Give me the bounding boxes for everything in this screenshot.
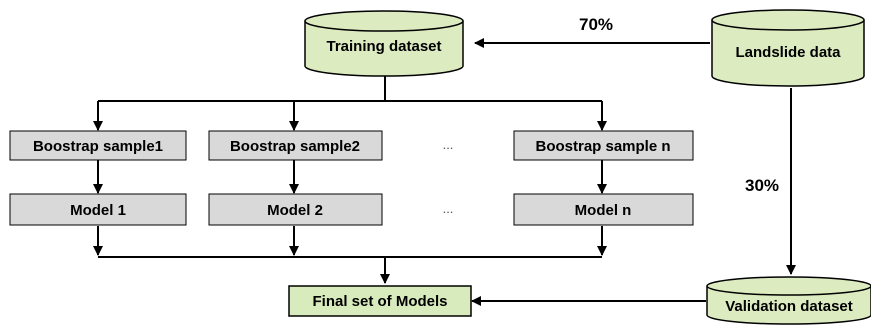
validation-dataset-label: Validation dataset bbox=[725, 298, 853, 315]
training-cylinder-top bbox=[304, 10, 464, 32]
final-models-box bbox=[288, 285, 472, 317]
model-n-label: Model n bbox=[575, 202, 632, 219]
model-1: Model 1 bbox=[9, 193, 187, 226]
bootstrap-sample-n: Boostrap sample n bbox=[513, 130, 694, 161]
bootstrap-sample-2: Boostrap sample2 bbox=[208, 130, 383, 161]
landslide-cylinder-body bbox=[711, 20, 865, 87]
bootstrap-sample-1-box bbox=[9, 130, 187, 161]
landslide-data-node: Landslide data bbox=[711, 9, 865, 87]
connectors bbox=[93, 38, 796, 306]
model-1-box bbox=[9, 193, 187, 226]
final-models-label: Final set of Models bbox=[312, 293, 447, 310]
validation-cylinder-body bbox=[706, 286, 871, 325]
ellipsis-models: ... bbox=[443, 201, 454, 216]
bootstrap-sample-n-label: Boostrap sample n bbox=[535, 138, 670, 155]
split-30-label: 30% bbox=[745, 176, 779, 195]
bootstrap-sample-2-label: Boostrap sample2 bbox=[230, 138, 360, 155]
model-1-label: Model 1 bbox=[70, 202, 126, 219]
model-2-label: Model 2 bbox=[267, 202, 323, 219]
landslide-cylinder-top bbox=[711, 9, 865, 31]
training-dataset-node: Training dataset bbox=[304, 10, 464, 77]
bootstrap-sample-n-box bbox=[513, 130, 694, 161]
model-2: Model 2 bbox=[208, 193, 383, 226]
validation-dataset-node: Validation dataset bbox=[706, 276, 871, 325]
ellipsis-bootstrap: ... bbox=[443, 137, 454, 152]
model-n: Model n bbox=[513, 193, 694, 226]
model-2-box bbox=[208, 193, 383, 226]
validation-cylinder-top bbox=[706, 276, 871, 296]
model-n-box bbox=[513, 193, 694, 226]
bootstrap-sample-1-label: Boostrap sample1 bbox=[33, 138, 163, 155]
split-70-label: 70% bbox=[579, 15, 613, 34]
training-cylinder-body bbox=[304, 21, 464, 77]
bootstrap-sample-1: Boostrap sample1 bbox=[9, 130, 187, 161]
landslide-data-label: Landslide data bbox=[735, 44, 841, 61]
bootstrap-sample-2-box bbox=[208, 130, 383, 161]
final-models-node: Final set of Models bbox=[288, 285, 472, 317]
training-dataset-label: Training dataset bbox=[326, 38, 441, 55]
